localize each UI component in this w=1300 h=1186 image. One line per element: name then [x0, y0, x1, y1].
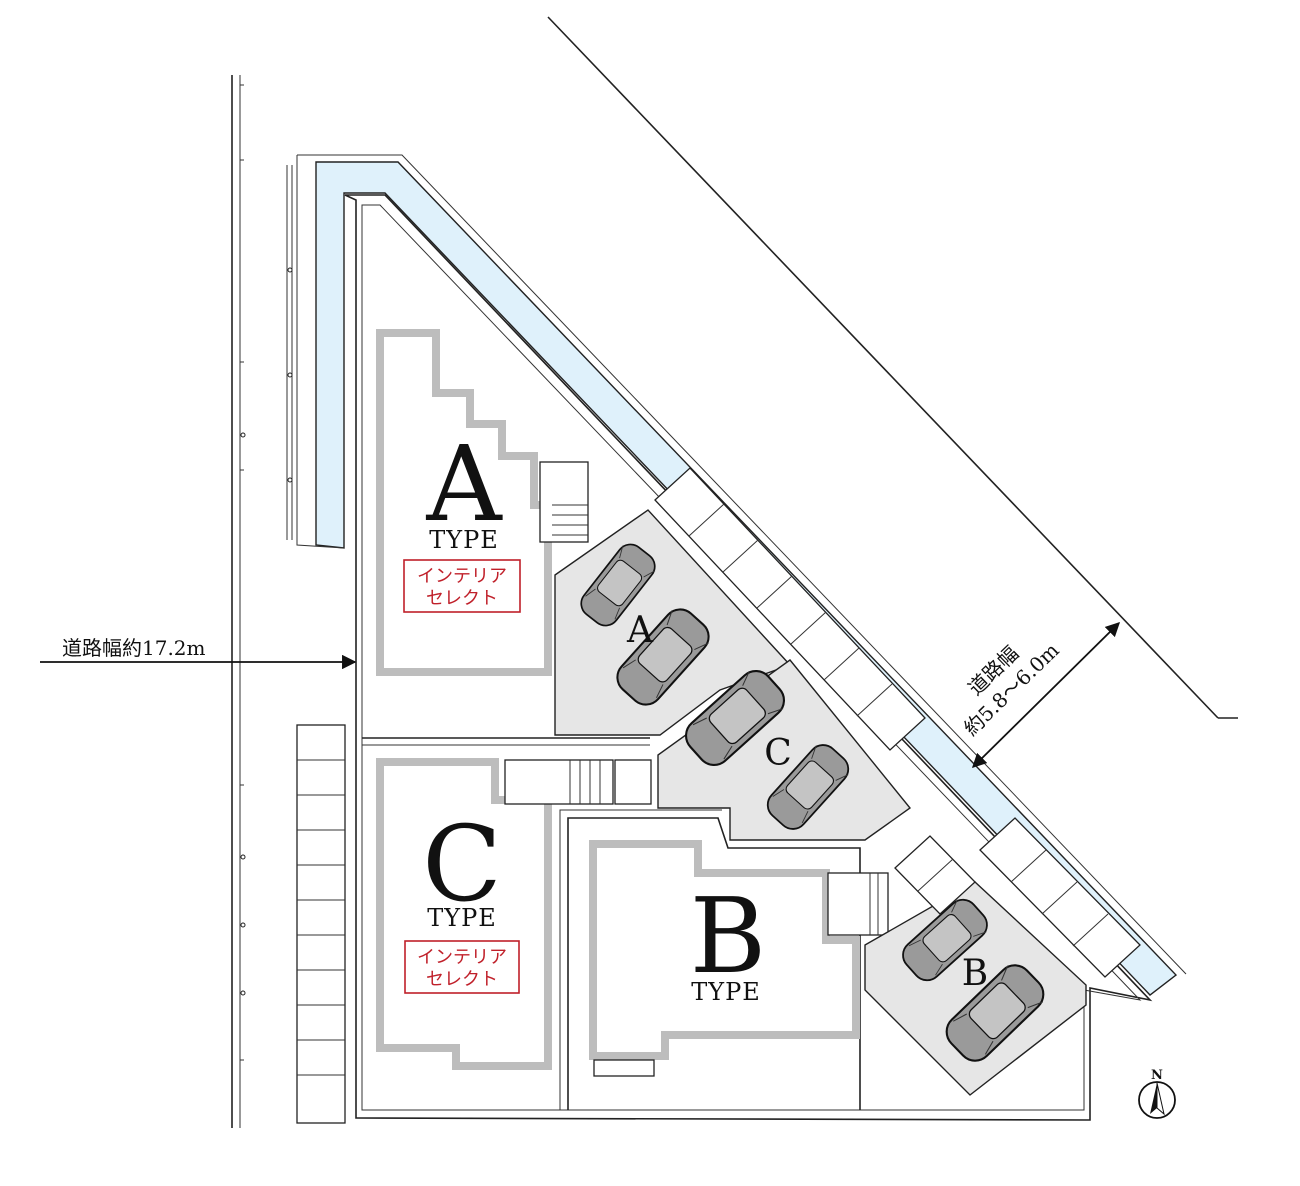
waterway — [296, 154, 1187, 996]
parking-a-area: A — [554, 509, 792, 736]
lot-c-badge-line1: インテリア — [417, 947, 507, 968]
lot-a: A TYPE インテリア セレクト — [376, 329, 589, 676]
parking-a-label: A — [626, 610, 654, 651]
west-sidewalk — [296, 724, 346, 1124]
parking-b-label: B — [962, 953, 988, 994]
lot-b-house — [589, 840, 860, 1060]
lot-c-badge-line2: セレクト — [426, 969, 498, 990]
north-compass: N — [1138, 1068, 1176, 1119]
east-sidewalk — [654, 467, 1141, 978]
lot-c-steps — [504, 759, 614, 805]
lot-a-type: TYPE — [429, 526, 499, 554]
lot-c-letter: C — [422, 803, 502, 925]
site-boundary — [344, 194, 1153, 1121]
parking-c-label: C — [764, 733, 792, 774]
compass-label: N — [1151, 1068, 1163, 1083]
west-road — [231, 75, 293, 1128]
west-road-width-label: 道路幅約17.2m — [62, 636, 206, 660]
lot-a-badge-line1: インテリア — [417, 566, 507, 587]
east-road — [547, 16, 1238, 719]
parking-c-area: C — [657, 659, 912, 841]
lot-a-badge — [403, 559, 521, 613]
lot-c-badge — [404, 940, 520, 994]
east-road-annotation: 道路幅 約5.8〜6.0m — [959, 621, 1121, 769]
lot-b-type: TYPE — [691, 978, 761, 1006]
lot-b: B TYPE — [589, 840, 889, 1077]
lot-b-steps — [827, 872, 889, 936]
lot-a-badge-line2: セレクト — [426, 588, 498, 609]
lot-b-letter: B — [690, 875, 766, 997]
lot-a-letter: A — [425, 423, 503, 545]
lot-c-type: TYPE — [427, 904, 497, 932]
lot-c: C TYPE インテリア セレクト — [376, 758, 652, 1070]
lot-a-steps — [539, 461, 589, 543]
west-road-annotation: 道路幅約17.2m — [40, 636, 357, 670]
